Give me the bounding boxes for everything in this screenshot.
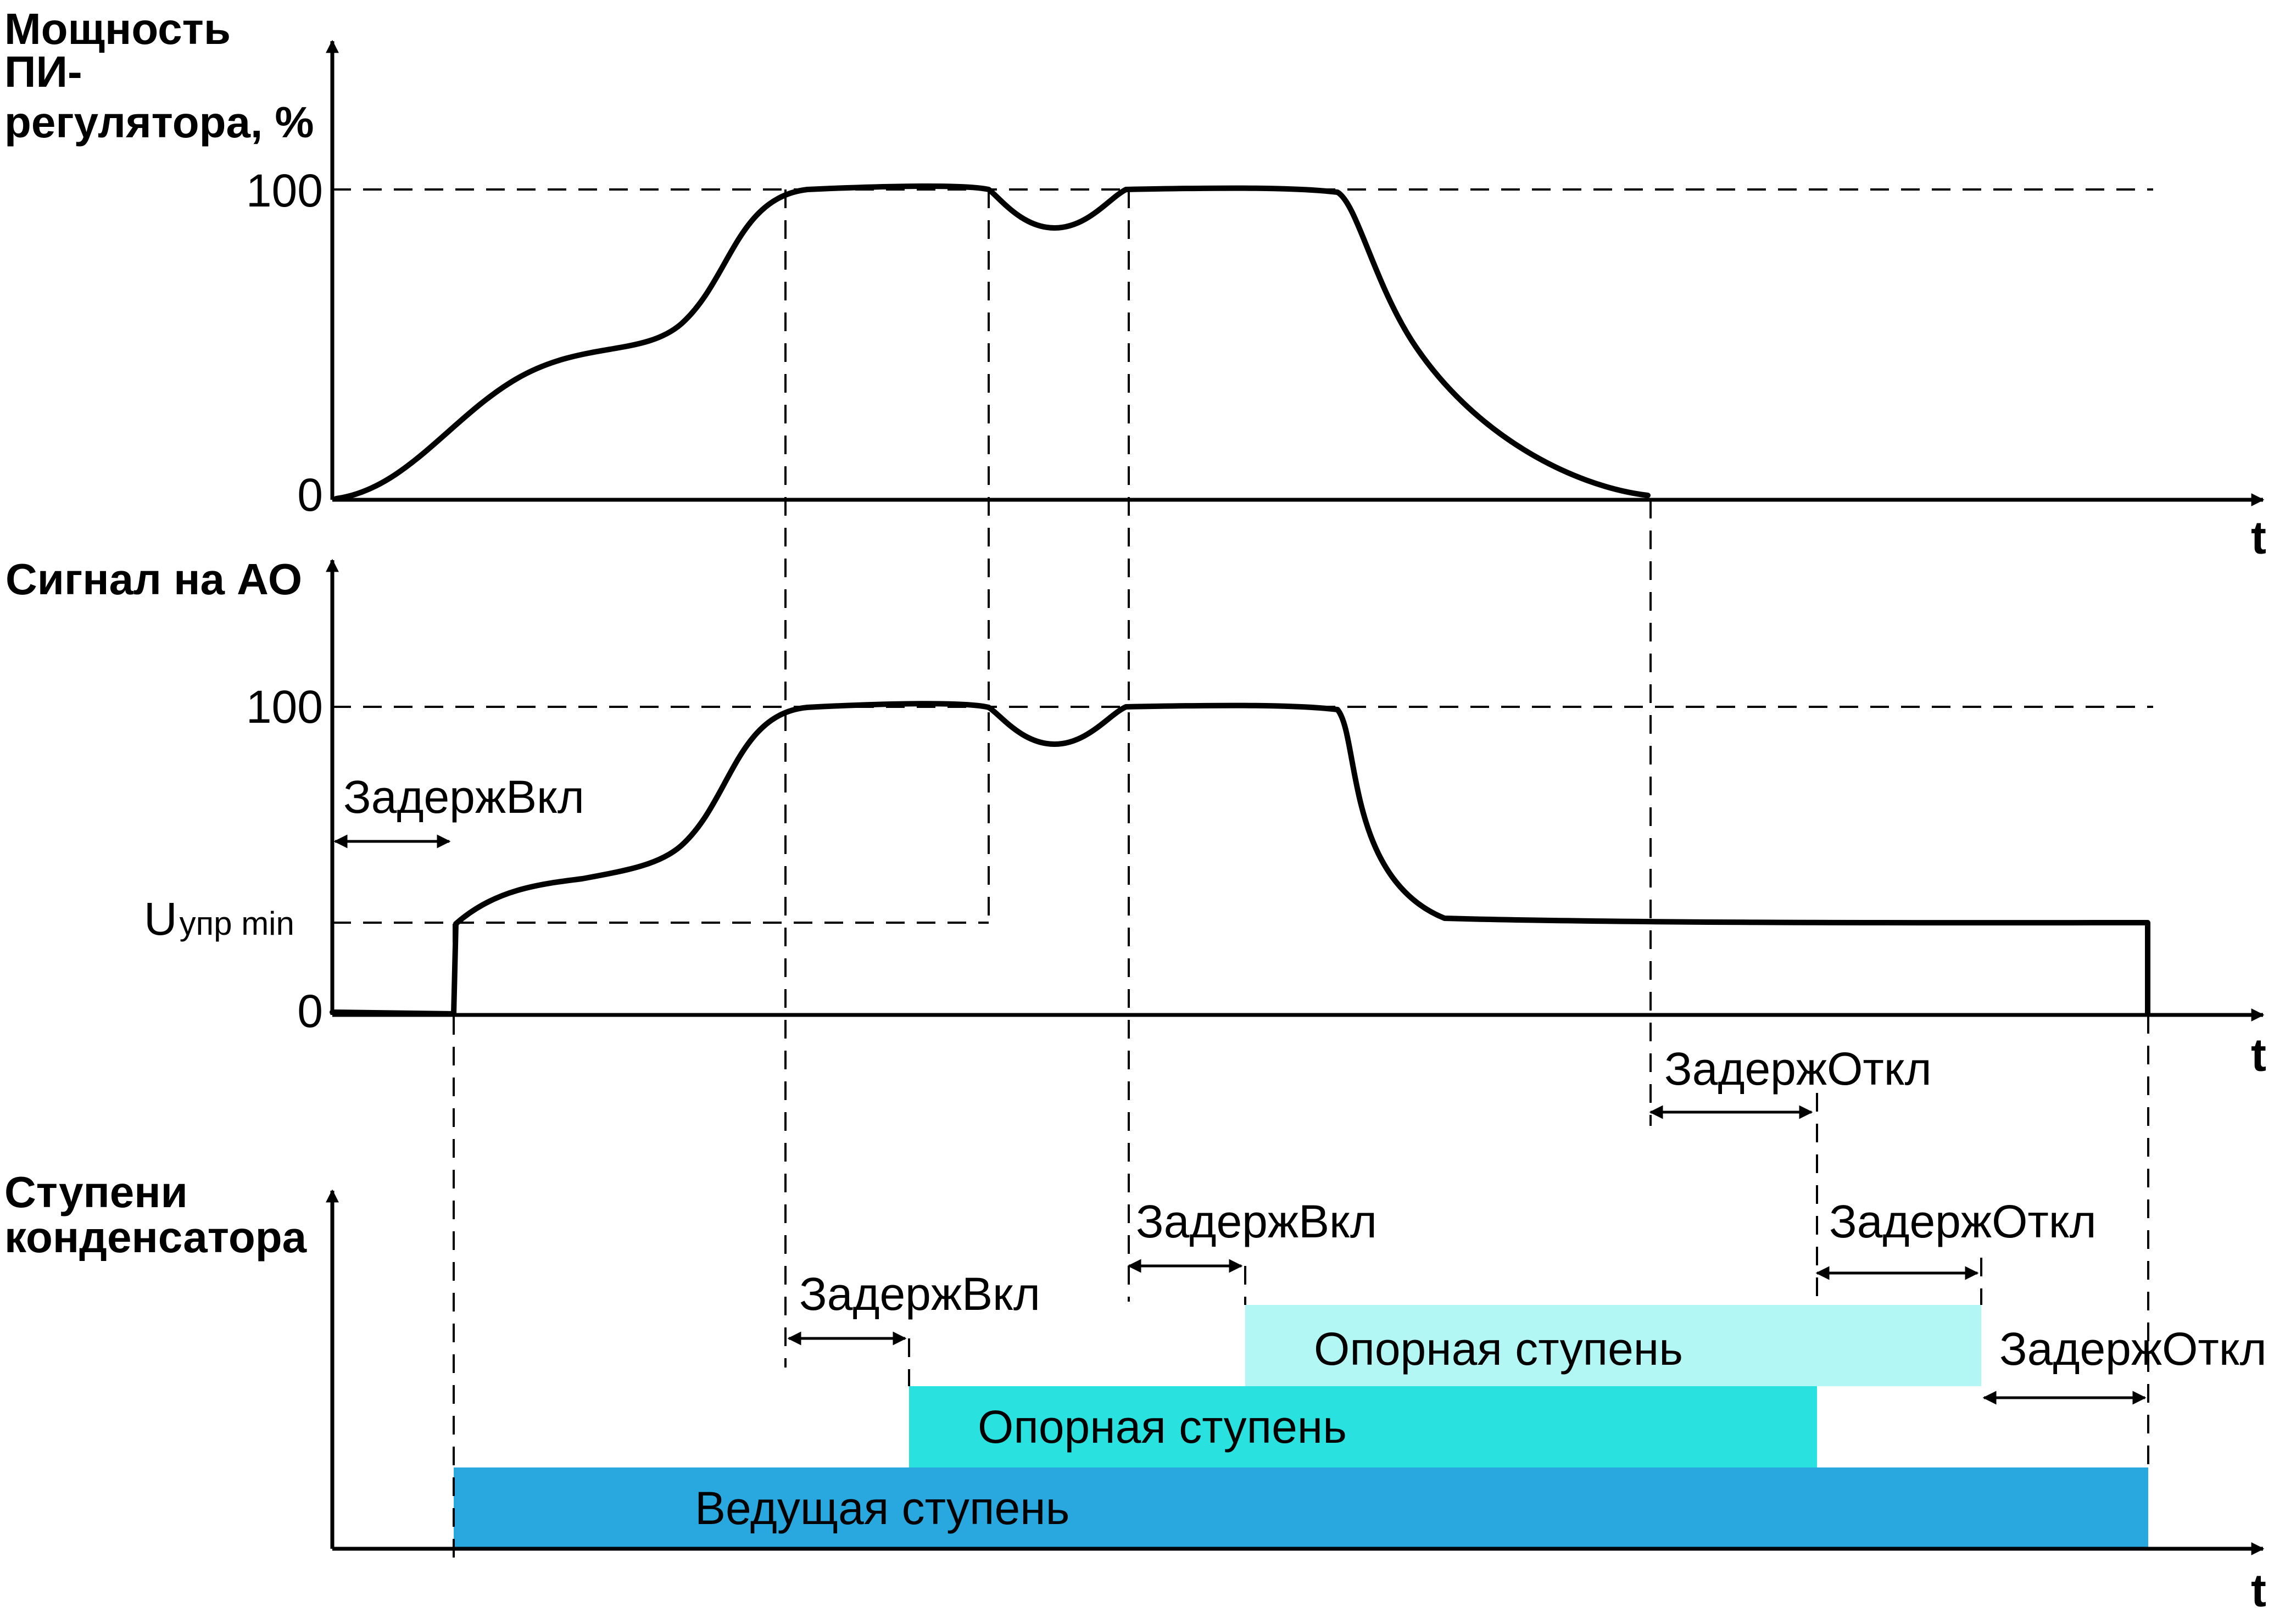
- vertical-guides: [453, 189, 2149, 1562]
- reference-stage-1-label: Опорная ступень: [978, 1401, 1347, 1453]
- bottom-delay-on-1-label: ЗадержВкл: [799, 1268, 1040, 1320]
- bottom-delay-off-2-label: ЗадержОткл: [1999, 1323, 2267, 1375]
- reference-stage-bar-2: [1245, 1305, 1981, 1386]
- middle-chart-tick-100: 100: [246, 681, 323, 733]
- top-chart-title-line-3: регулятора, %: [4, 98, 314, 147]
- middle-delay-off-label: ЗадержОткл: [1664, 1043, 1932, 1095]
- top-chart-title-line-1: Мощность: [4, 4, 231, 53]
- middle-chart: Сигнал на АО 100 0 Uупр min t ЗадержВкл …: [5, 555, 2266, 1119]
- bottom-chart-axis-t: t: [2251, 1565, 2266, 1616]
- ao-signal-curve: [330, 701, 2150, 1017]
- lead-stage-label: Ведущая ступень: [695, 1482, 1069, 1534]
- top-chart-tick-100: 100: [246, 165, 323, 216]
- middle-chart-tick-0: 0: [297, 985, 323, 1037]
- reference-stage-bar-1: [909, 1386, 1817, 1467]
- umin-sub: упр min: [180, 905, 294, 942]
- middle-chart-title: Сигнал на АО: [5, 555, 302, 604]
- top-chart: Мощность ПИ- регулятора, % 100 0 t: [4, 4, 2266, 563]
- bottom-chart: Ступени конденсатора t Ведущая ступень О…: [4, 1168, 2267, 1616]
- pi-power-curve: [333, 183, 1651, 501]
- bottom-chart-title-line-2: конденсатора: [4, 1213, 307, 1262]
- top-chart-title-line-2: ПИ-: [4, 47, 82, 96]
- bottom-chart-title-line-1: Ступени: [4, 1168, 188, 1216]
- middle-delay-on-label: ЗадержВкл: [343, 771, 584, 823]
- bottom-delay-on-2-label: ЗадержВкл: [1136, 1196, 1377, 1247]
- umin-main: U: [144, 893, 177, 945]
- top-chart-axis-t: t: [2251, 512, 2266, 563]
- bottom-delay-off-1-label: ЗадержОткл: [1829, 1196, 2097, 1247]
- middle-chart-umin-label: Uупр min: [144, 893, 294, 945]
- reference-stage-2-label: Опорная ступень: [1314, 1323, 1683, 1375]
- top-chart-tick-0: 0: [297, 469, 323, 521]
- middle-chart-axis-t: t: [2251, 1029, 2266, 1081]
- lead-stage-bar: [454, 1467, 2148, 1549]
